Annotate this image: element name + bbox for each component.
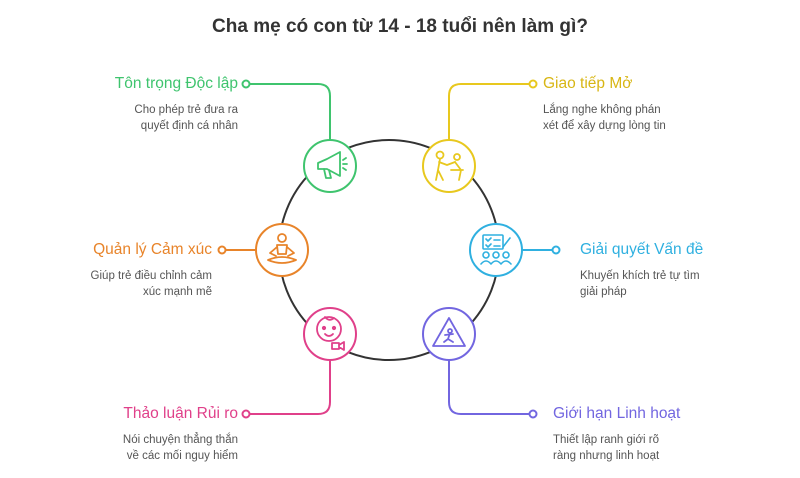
child-face-icon [316, 316, 345, 351]
label-title-thao-luan: Thảo luận Rủi ro [123, 405, 238, 422]
connector-dot-quan-ly [217, 245, 227, 255]
connector-dot-thao-luan [241, 409, 251, 419]
node-giao-tiep [422, 139, 476, 193]
connector-giao-tiep [448, 83, 533, 140]
connector-dot-ton-trong [241, 79, 251, 89]
warning-sign-icon [432, 317, 466, 347]
node-gioi-han [422, 307, 476, 361]
teamwork-checklist-icon [480, 234, 512, 265]
node-thao-luan [303, 307, 357, 361]
label-desc-quan-ly: Giúp trẻ điều chỉnh cảm xúc mạnh mẽ [90, 270, 212, 298]
connector-dot-giao-tiep [528, 79, 538, 89]
label-desc-giai-quyet: Khuyến khích trẻ tự tìm giải pháp [580, 270, 700, 298]
node-giai-quyet [469, 223, 523, 277]
node-quan-ly [255, 223, 309, 277]
node-ton-trong [303, 139, 357, 193]
label-title-giao-tiep: Giao tiếp Mở [543, 75, 633, 92]
people-talking-icon [435, 150, 464, 181]
label-desc-thao-luan: Nói chuyện thẳng thắn về các mối nguy hi… [122, 434, 238, 462]
label-title-quan-ly: Quản lý Cảm xúc [93, 241, 212, 258]
megaphone-icon [317, 151, 348, 179]
connector-dot-gioi-han [528, 409, 538, 419]
meditation-icon [267, 233, 297, 264]
label-title-giai-quyet: Giải quyết Vấn đề [580, 241, 704, 258]
diagram-title: Cha mẹ có con từ 14 - 18 tuổi nên làm gì… [212, 16, 588, 37]
connector-ton-trong [246, 83, 331, 140]
connector-thao-luan [246, 360, 331, 415]
connector-gioi-han [448, 360, 533, 415]
connector-dot-giai-quyet [551, 245, 561, 255]
label-desc-ton-trong: Cho phép trẻ đưa ra quyết định cá nhân [134, 104, 238, 132]
label-title-gioi-han: Giới hạn Linh hoạt [553, 405, 681, 422]
label-desc-giao-tiep: Lắng nghe không phán xét để xây dựng lòn… [543, 104, 666, 132]
label-title-ton-trong: Tôn trọng Độc lập [114, 75, 238, 92]
label-desc-gioi-han: Thiết lập ranh giới rõ ràng nhưng linh h… [553, 434, 660, 462]
